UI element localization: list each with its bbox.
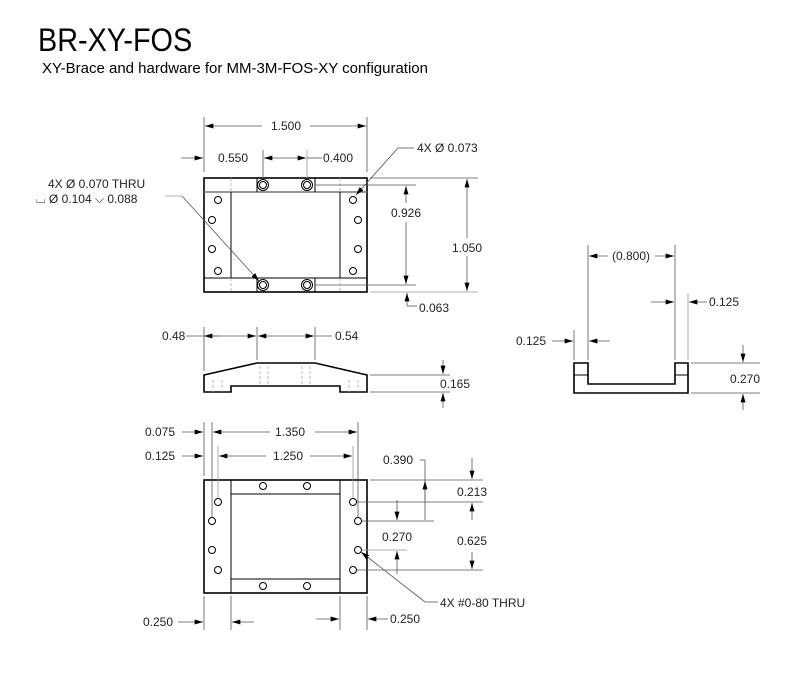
side-view: 0.48 0.54 0.165 [162,327,470,408]
hole-callout-0-80: 4X #0-80 THRU [440,596,525,610]
dim-inner-height: 0.926 [391,206,421,220]
part-number-title: BR-XY-FOS [38,22,193,58]
dim-left-column: 0.250 [143,615,173,629]
dim-270: 0.270 [382,530,412,544]
bottom-view-outline [203,479,368,594]
dim-213: 0.213 [457,485,487,499]
dim-hole-spacing: 0.400 [323,151,353,165]
dim-overall-width: 1.500 [271,119,301,133]
cbore-callout-line1: 4X Ø 0.070 THRU [48,177,145,191]
side-view-profile [203,362,368,393]
bottom-view: 0.075 1.350 0.125 1.250 0.390 0.213 0.62… [143,422,525,630]
end-view-profile [573,362,689,394]
dim-left-wall: 0.125 [516,334,546,348]
top-view: 1.500 0.550 0.400 4X Ø 0.073 4X Ø 0.070 … [36,117,482,315]
cbore-callout-line2: ⌴ Ø 0.104 ⌵ 0.088 [36,192,138,206]
dim-side-height: 0.165 [440,377,470,391]
end-view: (0.800) 0.125 0.125 0.270 [516,245,760,410]
dim-inner-width: (0.800) [612,249,650,263]
dim-left-taper: 0.48 [162,329,186,343]
dim-right-wall: 0.125 [709,295,739,309]
dim-inner-hole-span: 1.250 [273,449,303,463]
dim-outer-hole-offset: 0.075 [145,425,175,439]
top-view-outline [203,177,368,293]
dim-outer-hole-span: 1.350 [275,425,305,439]
dim-end-height: 0.270 [730,372,760,386]
part-description: XY-Brace and hardware for MM-3M-FOS-XY c… [42,60,428,77]
hole-callout-073: 4X Ø 0.073 [417,141,478,155]
counterbore-holes [257,179,313,291]
dim-625: 0.625 [457,534,487,548]
dim-edge-offset: 0.063 [419,301,449,315]
dim-overall-height: 1.050 [452,241,482,255]
side-holes [208,196,362,275]
dim-390: 0.390 [383,453,413,467]
bottom-holes [208,482,362,590]
dim-inner-hole-offset: 0.125 [145,449,175,463]
dim-offset-left: 0.550 [218,151,248,165]
dim-right-column: 0.250 [390,612,420,626]
dim-right-taper: 0.54 [335,329,359,343]
